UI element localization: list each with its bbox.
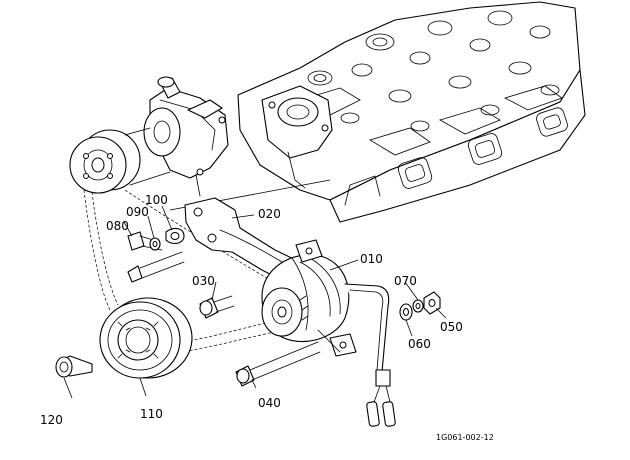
washer-090 [149,237,161,251]
callout-060: 060 [408,337,431,351]
callout-090: 090 [126,205,149,219]
callout-050: 050 [440,320,463,334]
bolt-030 [199,295,235,319]
callout-040: 040 [258,396,281,410]
figure-code: 1G061-002-12 [436,433,494,442]
callout-030: 030 [192,274,215,288]
crankshaft-bolt [55,355,93,378]
callout-020: 020 [258,207,281,221]
callout-100: 100 [145,193,168,207]
water-pump [143,76,229,197]
callout-080: 080 [106,219,129,233]
alternator [261,239,357,357]
callout-070: 070 [394,274,417,288]
long-bolt-upper [127,251,185,283]
cylinder-head [237,1,586,223]
nut-050 [423,291,441,315]
callout-010: 010 [360,252,383,266]
callout-120: 120 [40,413,63,427]
washer-060 [399,303,413,321]
clip-100 [165,227,185,245]
thermostat-housing [261,85,333,189]
wiring-harness [344,283,396,427]
crankshaft-pulley [99,297,193,379]
lock-washer-070 [412,299,424,313]
leader-lines [63,205,447,399]
bolt-040 [235,341,321,387]
fan-pulley [69,127,171,194]
callout-110: 110 [140,407,163,421]
